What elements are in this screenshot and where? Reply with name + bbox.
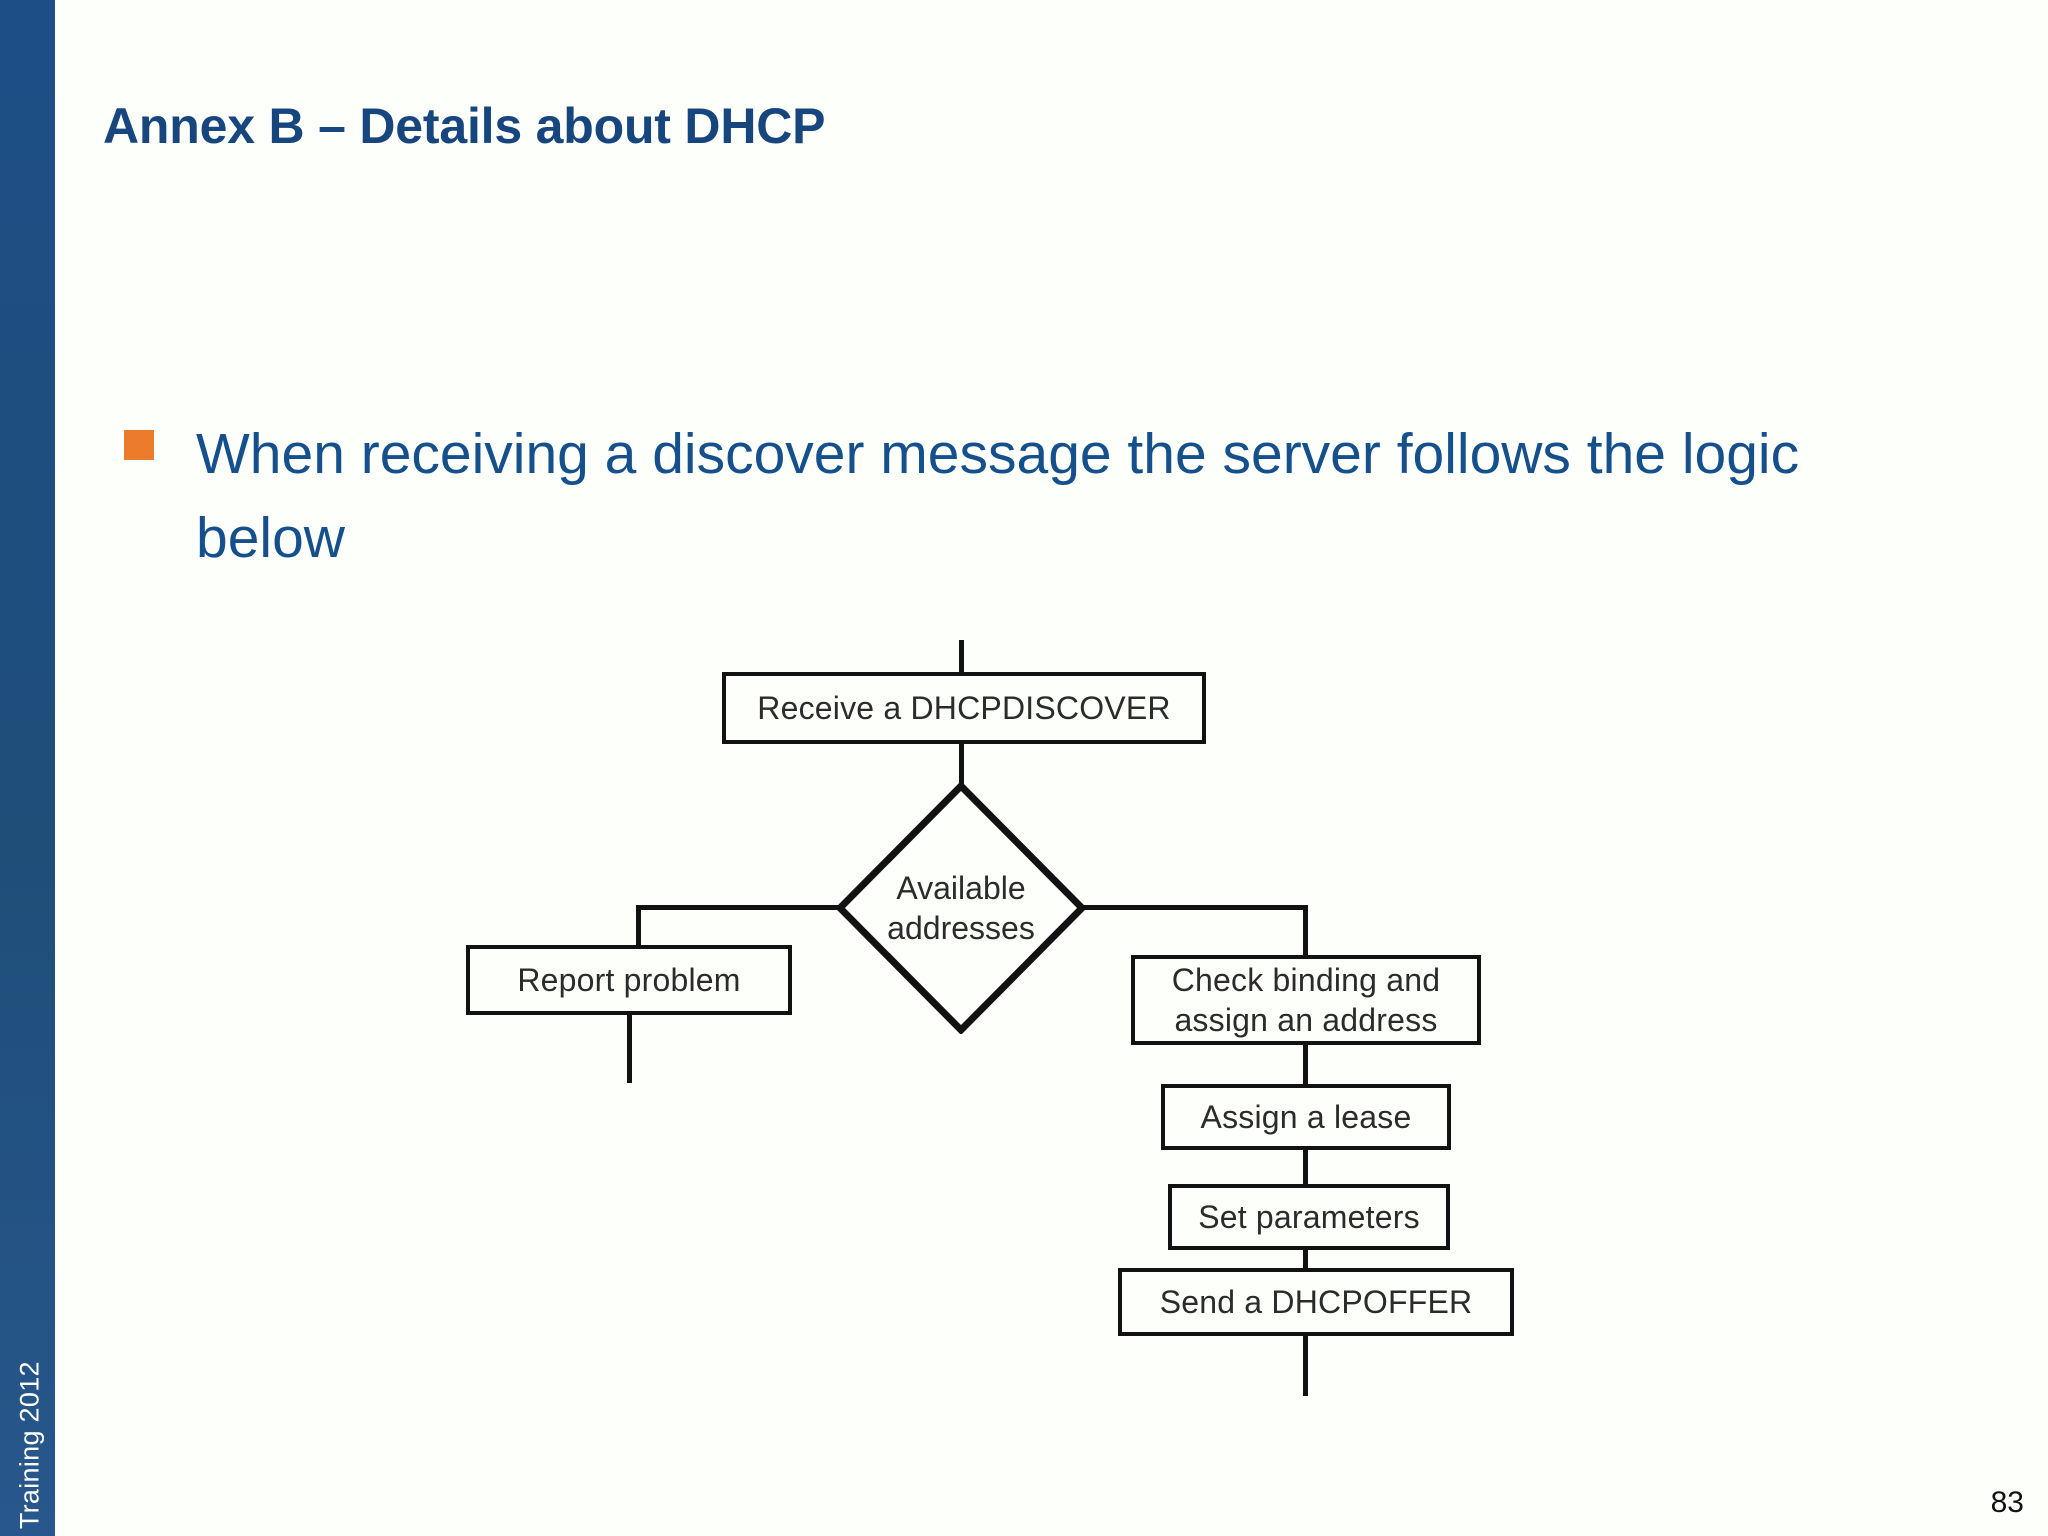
flow-node-send-offer: Send a DHCPOFFER: [1118, 1268, 1514, 1336]
flow-node-check-binding-label: Check binding and assign an address: [1171, 962, 1441, 1038]
sidebar-brand-bar: © Luxoft Training 2012: [0, 0, 55, 1536]
connector-assign-to-params: [1303, 1150, 1308, 1184]
connector-entry: [959, 640, 964, 672]
flow-node-available-addresses-label: Available addresses: [887, 870, 1035, 946]
connector-receive-to-decision: [959, 744, 964, 784]
flow-node-receive: Receive a DHCPDISCOVER: [722, 672, 1206, 744]
connector-send-offer-exit: [1303, 1336, 1308, 1396]
flow-node-report-problem: Report problem: [466, 945, 792, 1015]
connector-params-to-offer: [1303, 1250, 1308, 1268]
copyright-label: © Luxoft Training 2012: [14, 1361, 45, 1536]
flow-node-check-binding: Check binding and assign an address: [1131, 955, 1481, 1045]
flow-node-set-parameters-label: Set parameters: [1198, 1199, 1420, 1235]
flow-node-receive-label: Receive a DHCPDISCOVER: [757, 690, 1171, 726]
connector-decision-left-horizontal: [636, 905, 841, 910]
connector-decision-right-horizontal: [1078, 905, 1308, 910]
flow-node-set-parameters: Set parameters: [1168, 1184, 1450, 1250]
flow-node-available-addresses: Available addresses: [836, 782, 1086, 1034]
connector-decision-right-vertical: [1303, 905, 1308, 955]
connector-check-to-assign: [1303, 1045, 1308, 1084]
page-number: 83: [1990, 1486, 2024, 1519]
bullet-item-text: When receiving a discover message the se…: [196, 422, 1800, 570]
square-bullet-icon: [124, 430, 154, 460]
connector-decision-left-vertical: [636, 905, 641, 945]
flow-node-assign-lease-label: Assign a lease: [1200, 1099, 1412, 1135]
diamond-shape-icon: [836, 782, 1086, 1034]
bullet-list: When receiving a discover message the se…: [124, 412, 1924, 580]
flow-node-send-offer-label: Send a DHCPOFFER: [1159, 1284, 1473, 1320]
connector-report-problem-exit: [627, 1015, 632, 1083]
flow-node-report-problem-label: Report problem: [517, 962, 741, 998]
page-title: Annex B – Details about DHCP: [103, 98, 826, 154]
flow-node-assign-lease: Assign a lease: [1161, 1084, 1451, 1150]
